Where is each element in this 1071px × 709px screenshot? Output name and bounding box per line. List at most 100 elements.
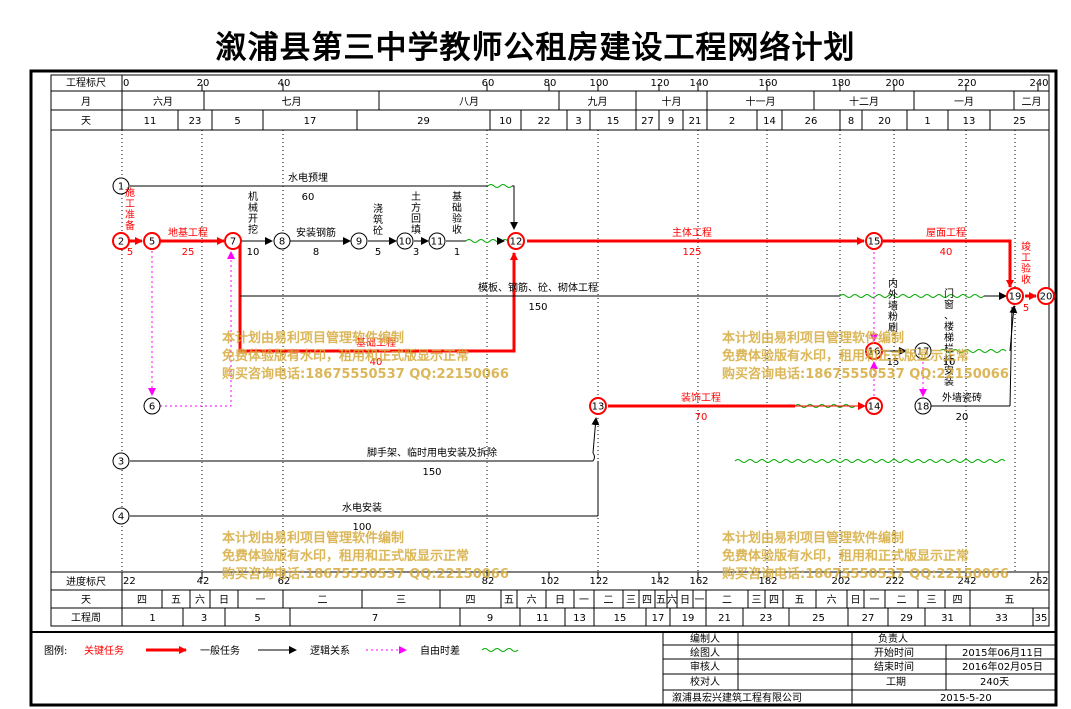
day-cell: 11 — [144, 116, 157, 127]
event-node-number: 3 — [118, 457, 124, 468]
task-duration: 10 — [247, 247, 260, 258]
progress-tick: 82 — [482, 576, 495, 587]
task-name-vertical: 浇筑砼 — [373, 202, 383, 237]
header-rows — [51, 75, 1049, 626]
weekday-cell: 一 — [870, 595, 880, 606]
weekday-cell: 五 — [504, 595, 514, 606]
task-duration: 8 — [313, 247, 319, 258]
scale-tick: 20 — [197, 78, 210, 89]
task-duration: 3 — [413, 247, 419, 258]
event-node-number: 11 — [431, 237, 444, 248]
task-name-vertical: 门窗、楼梯栏杆安装 — [944, 287, 954, 388]
task-name: 屋面工程 — [926, 227, 966, 239]
task-duration: 25 — [182, 247, 195, 258]
day-cell: 9 — [668, 116, 674, 127]
scale-tick: 180 — [831, 78, 850, 89]
legend-general-label: 一般任务 — [200, 644, 240, 657]
day-cell: 25 — [1013, 116, 1026, 127]
info-manager-label: 负责人 — [878, 632, 908, 645]
info-date: 2015-5-20 — [940, 693, 992, 704]
scale-tick: 80 — [544, 78, 557, 89]
event-node — [1037, 287, 1055, 305]
event-node — [396, 232, 414, 250]
info-end-label: 结束时间 — [874, 660, 914, 673]
task-duration: 100 — [352, 522, 371, 533]
progress-tick: 182 — [758, 576, 777, 587]
task-name-vertical: 内外墙粉刷 — [888, 277, 898, 334]
week-cell: 21 — [718, 613, 731, 624]
info-drawer-label: 绘图人 — [690, 646, 720, 659]
week-cell: 9 — [487, 613, 493, 624]
task-duration: 150 — [422, 467, 441, 478]
event-node — [865, 342, 883, 360]
month-cell: 七月 — [282, 96, 302, 108]
watermark-2: 本计划由易利项目管理软件编制 免费体验版有水印，租用和正式版显示正常 购买咨询电… — [722, 331, 1009, 382]
task-name-vertical: 土方回填 — [411, 190, 421, 236]
weekday-cell: 四 — [642, 595, 652, 606]
task-duration: 1 — [454, 247, 460, 258]
month-cell: 二月 — [1022, 96, 1042, 108]
event-node-number: 4 — [118, 512, 124, 523]
week-cell: 17 — [652, 613, 665, 624]
week-cell: 11 — [536, 613, 549, 624]
info-start-label: 开始时间 — [874, 646, 914, 659]
task-duration: 5 — [375, 247, 381, 258]
scale-tick: 0 — [123, 78, 129, 89]
task-name-vertical: 基础验收 — [452, 190, 462, 236]
weekday-cell: 四 — [137, 595, 147, 606]
weekday-cell: 四 — [953, 595, 963, 606]
task-duration: 15 — [887, 357, 900, 368]
outer-frame — [29, 69, 1058, 707]
week-cell: 15 — [614, 613, 627, 624]
progress-tick: 242 — [957, 576, 976, 587]
day-cell: 27 — [641, 116, 654, 127]
event-node — [112, 177, 130, 195]
week-cell: 19 — [682, 613, 695, 624]
weekday-cell: 一 — [256, 595, 266, 606]
day-cell: 23 — [189, 116, 202, 127]
day-cell: 5 — [234, 116, 240, 127]
grid-frame — [50, 74, 1050, 627]
event-node — [143, 397, 161, 415]
weekday-cell: 日 — [219, 595, 229, 606]
event-node-number: 8 — [279, 237, 285, 248]
legend-float-label: 自由时差 — [420, 644, 460, 657]
month-cell: 九月 — [588, 96, 608, 108]
event-node-number: 10 — [399, 237, 412, 248]
weekday-cell: 二 — [897, 595, 907, 606]
info-start-value: 2015年06月11日 — [962, 646, 1043, 659]
info-checker-label: 校对人 — [690, 675, 720, 688]
weekday-label: 天 — [81, 595, 91, 606]
task-name: 安装钢筋 — [296, 226, 336, 239]
week-cell: 7 — [372, 613, 378, 624]
event-node-number: 16 — [868, 347, 881, 358]
logic-links — [148, 251, 927, 407]
day-cell: 1 — [924, 116, 930, 127]
task-name: 外墙瓷砖 — [942, 391, 982, 404]
week-cell: 23 — [760, 613, 773, 624]
weekday-cell: 五 — [656, 595, 666, 606]
task-duration: 40 — [370, 357, 383, 368]
progress-tick: 222 — [885, 576, 904, 587]
legend-label: 图例: — [44, 644, 67, 657]
event-node — [112, 507, 130, 525]
scale-tick: 100 — [589, 78, 608, 89]
progress-tick: 202 — [831, 576, 850, 587]
event-node — [273, 232, 291, 250]
day-cell: 10 — [499, 116, 512, 127]
weekday-cell: 二 — [604, 595, 614, 606]
weekday-cell: 日 — [555, 595, 565, 606]
event-node-number: 1 — [118, 182, 124, 193]
week-cell: 27 — [862, 613, 875, 624]
task-duration: 10 — [943, 357, 956, 368]
watermark-1: 本计划由易利项目管理软件编制 免费体验版有水印，租用和正式版显示正常 购买咨询电… — [222, 331, 509, 382]
weekday-cell: 一 — [695, 595, 705, 606]
watermark-4: 本计划由易利项目管理软件编制 免费体验版有水印，租用和正式版显示正常 购买咨询电… — [722, 531, 1009, 582]
progress-tick: 122 — [589, 576, 608, 587]
event-node — [914, 397, 932, 415]
scale-tick: 120 — [650, 78, 669, 89]
event-node — [1006, 287, 1024, 305]
weekday-cell: 二 — [722, 595, 732, 606]
